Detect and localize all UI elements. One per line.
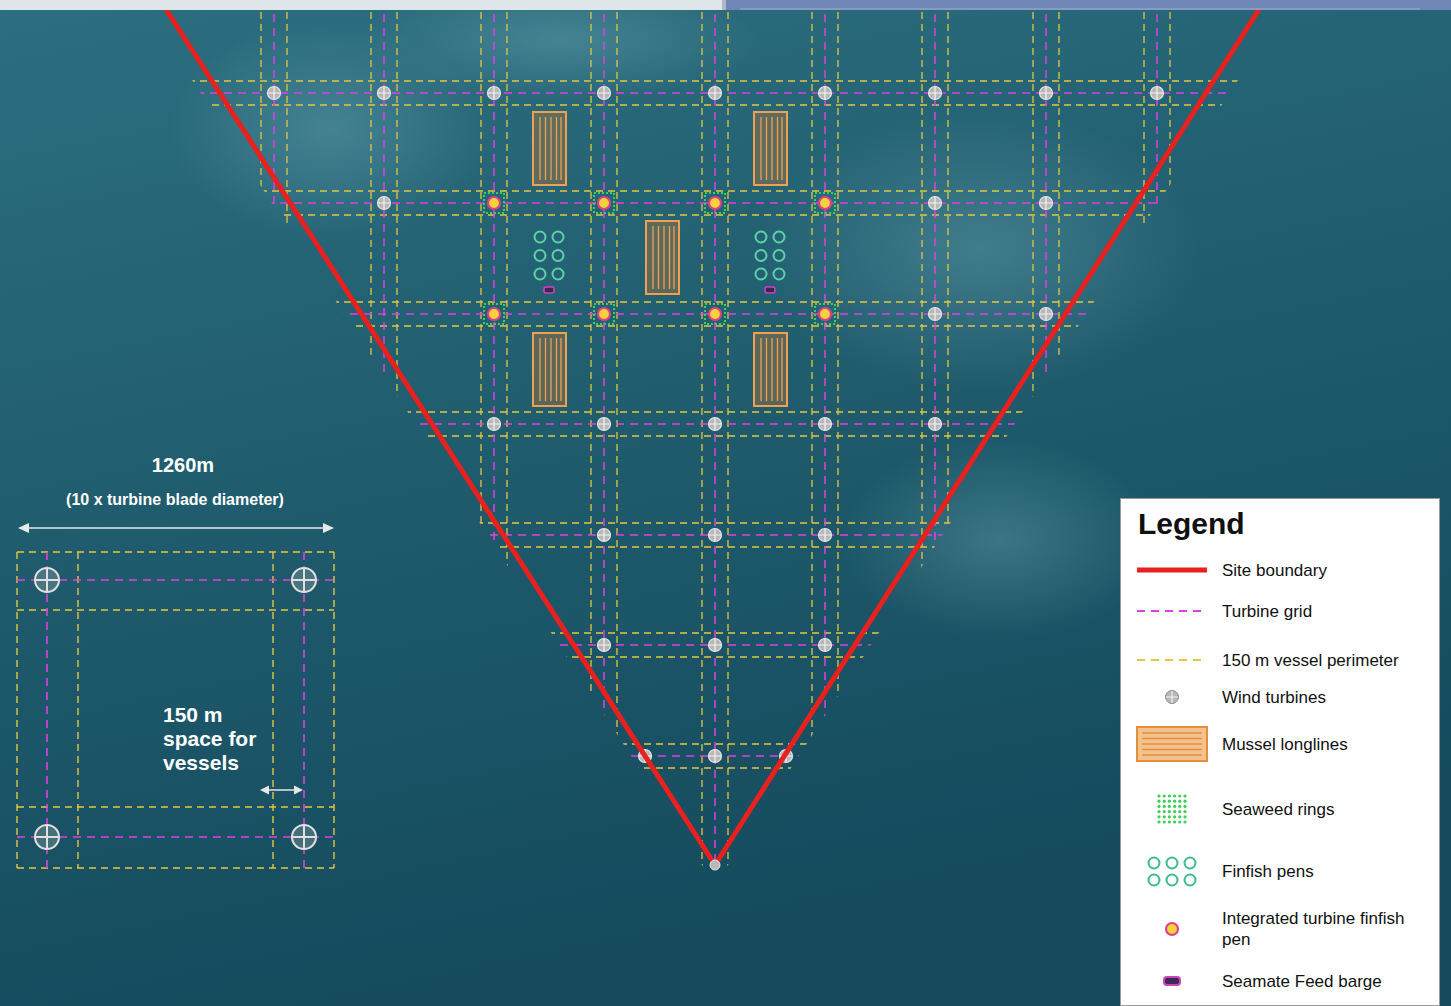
legend-sample [1132,846,1212,896]
legend-title: Legend [1138,507,1338,541]
dimension-note: (10 x turbine blade diameter) [15,490,335,510]
legend-sample [1132,635,1212,685]
legend-sample [1132,719,1212,769]
legend-sample [1132,784,1212,834]
legend-text: Turbine grid [1222,601,1430,622]
legend-sample [1132,956,1212,1006]
legend-text: Integrated turbine finfish pen [1222,908,1430,950]
legend-text: Finfish pens [1222,861,1430,882]
legend-text: Seaweed rings [1222,799,1430,820]
dimension-label: 1260m [63,453,303,477]
legend-sample [1132,586,1212,636]
legend-text: 150 m vessel perimeter [1222,650,1430,671]
legend-sample [1132,545,1212,595]
legend-text: Seamate Feed barge [1222,971,1430,992]
legend-text: Site boundary [1222,560,1430,581]
spacing-note: 150 m space for vessels [163,703,271,775]
legend-text: Mussel longlines [1222,734,1430,755]
legend-sample [1132,904,1212,954]
legend-sample [1132,672,1212,722]
legend-text: Wind turbines [1222,687,1430,708]
